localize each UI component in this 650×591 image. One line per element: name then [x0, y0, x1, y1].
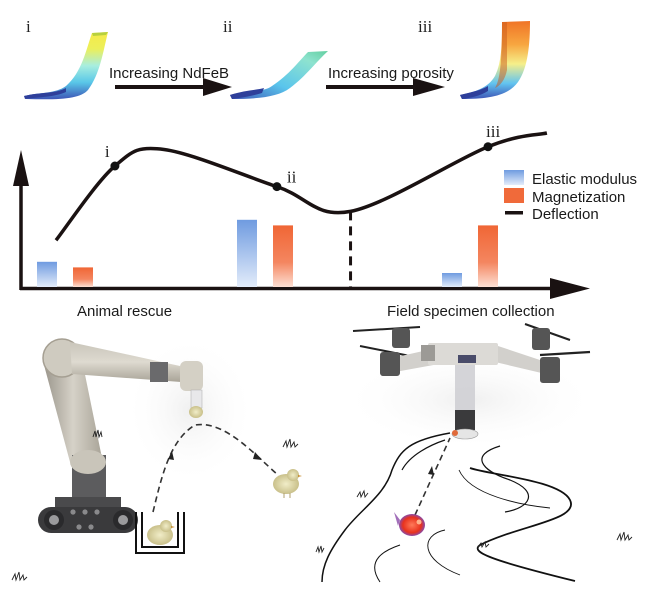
grass-icon — [315, 545, 325, 554]
bar-elastic-modulus-2 — [442, 273, 462, 287]
legend: Elastic modulus Magnetization Deflection — [504, 170, 637, 223]
trajectory-path — [152, 423, 279, 513]
curve-marker-label-ii: ii — [287, 168, 297, 187]
bar-elastic-modulus-0 — [37, 261, 57, 287]
robot-arm-icon — [38, 338, 203, 533]
arrow-increasing-ndfeb: Increasing NdFeB — [109, 65, 232, 96]
arrow-increasing-porosity: Increasing porosity — [326, 65, 454, 96]
drone-scene — [315, 323, 633, 583]
drone-icon — [352, 323, 591, 440]
bar-magnetization-1 — [273, 225, 293, 287]
legend-label-magnetization: Magnetization — [532, 189, 625, 206]
legend-label-deflection: Deflection — [532, 206, 599, 223]
bar-magnetization-2 — [478, 225, 498, 287]
robot-arm-scene — [11, 335, 302, 582]
fish-icon — [394, 512, 425, 536]
bar-elastic-modulus-1 — [237, 219, 257, 287]
trajectory-arrow-down-icon — [253, 452, 262, 460]
grass-icon — [92, 429, 103, 439]
curve-marker-label-iii: iii — [486, 122, 500, 141]
curve-marker-label-i: i — [105, 142, 110, 161]
x-axis-arrow-icon — [550, 278, 590, 299]
beam-stage-i-icon — [24, 32, 108, 100]
y-axis-arrow-icon — [13, 150, 29, 186]
river-lines — [321, 432, 576, 583]
grass-icon — [477, 540, 490, 549]
curve-marker-i — [110, 161, 120, 171]
grass-icon — [616, 531, 633, 542]
curve-marker-ii — [272, 182, 282, 192]
legend-swatch-elastic-modulus — [504, 170, 524, 185]
scene-title-animal-rescue: Animal rescue — [77, 303, 172, 320]
legend-swatch-magnetization — [504, 188, 524, 203]
scene-title-field-specimen: Field specimen collection — [387, 303, 555, 320]
top-row: i ii iii Increasing NdFeB Increasing por… — [24, 17, 530, 100]
deflection-curve — [54, 131, 548, 242]
beam-stage-iii-icon — [460, 21, 530, 99]
arrow-label-porosity: Increasing porosity — [328, 65, 454, 82]
fish-trajectory-arrow-icon — [428, 466, 434, 475]
bar-magnetization-0 — [73, 267, 93, 287]
legend-swatch-deflection — [505, 211, 523, 215]
trajectory-arrow-up-icon — [168, 451, 174, 460]
grass-icon — [11, 571, 28, 582]
stage-label-iii: iii — [418, 17, 432, 36]
chick-in-container-icon — [147, 520, 175, 545]
beam-stage-ii-icon — [230, 51, 328, 99]
fish-trajectory-path — [414, 437, 451, 516]
container-icon — [135, 512, 185, 554]
curve-marker-iii — [483, 142, 493, 152]
legend-label-elastic-modulus: Elastic modulus — [532, 171, 637, 188]
grass-icon — [356, 489, 369, 499]
grass-icon — [282, 438, 299, 449]
stage-label-i: i — [26, 17, 31, 36]
arrow-label-ndfeb: Increasing NdFeB — [109, 65, 229, 82]
stage-label-ii: ii — [223, 17, 233, 36]
released-chick-icon — [273, 469, 302, 498]
